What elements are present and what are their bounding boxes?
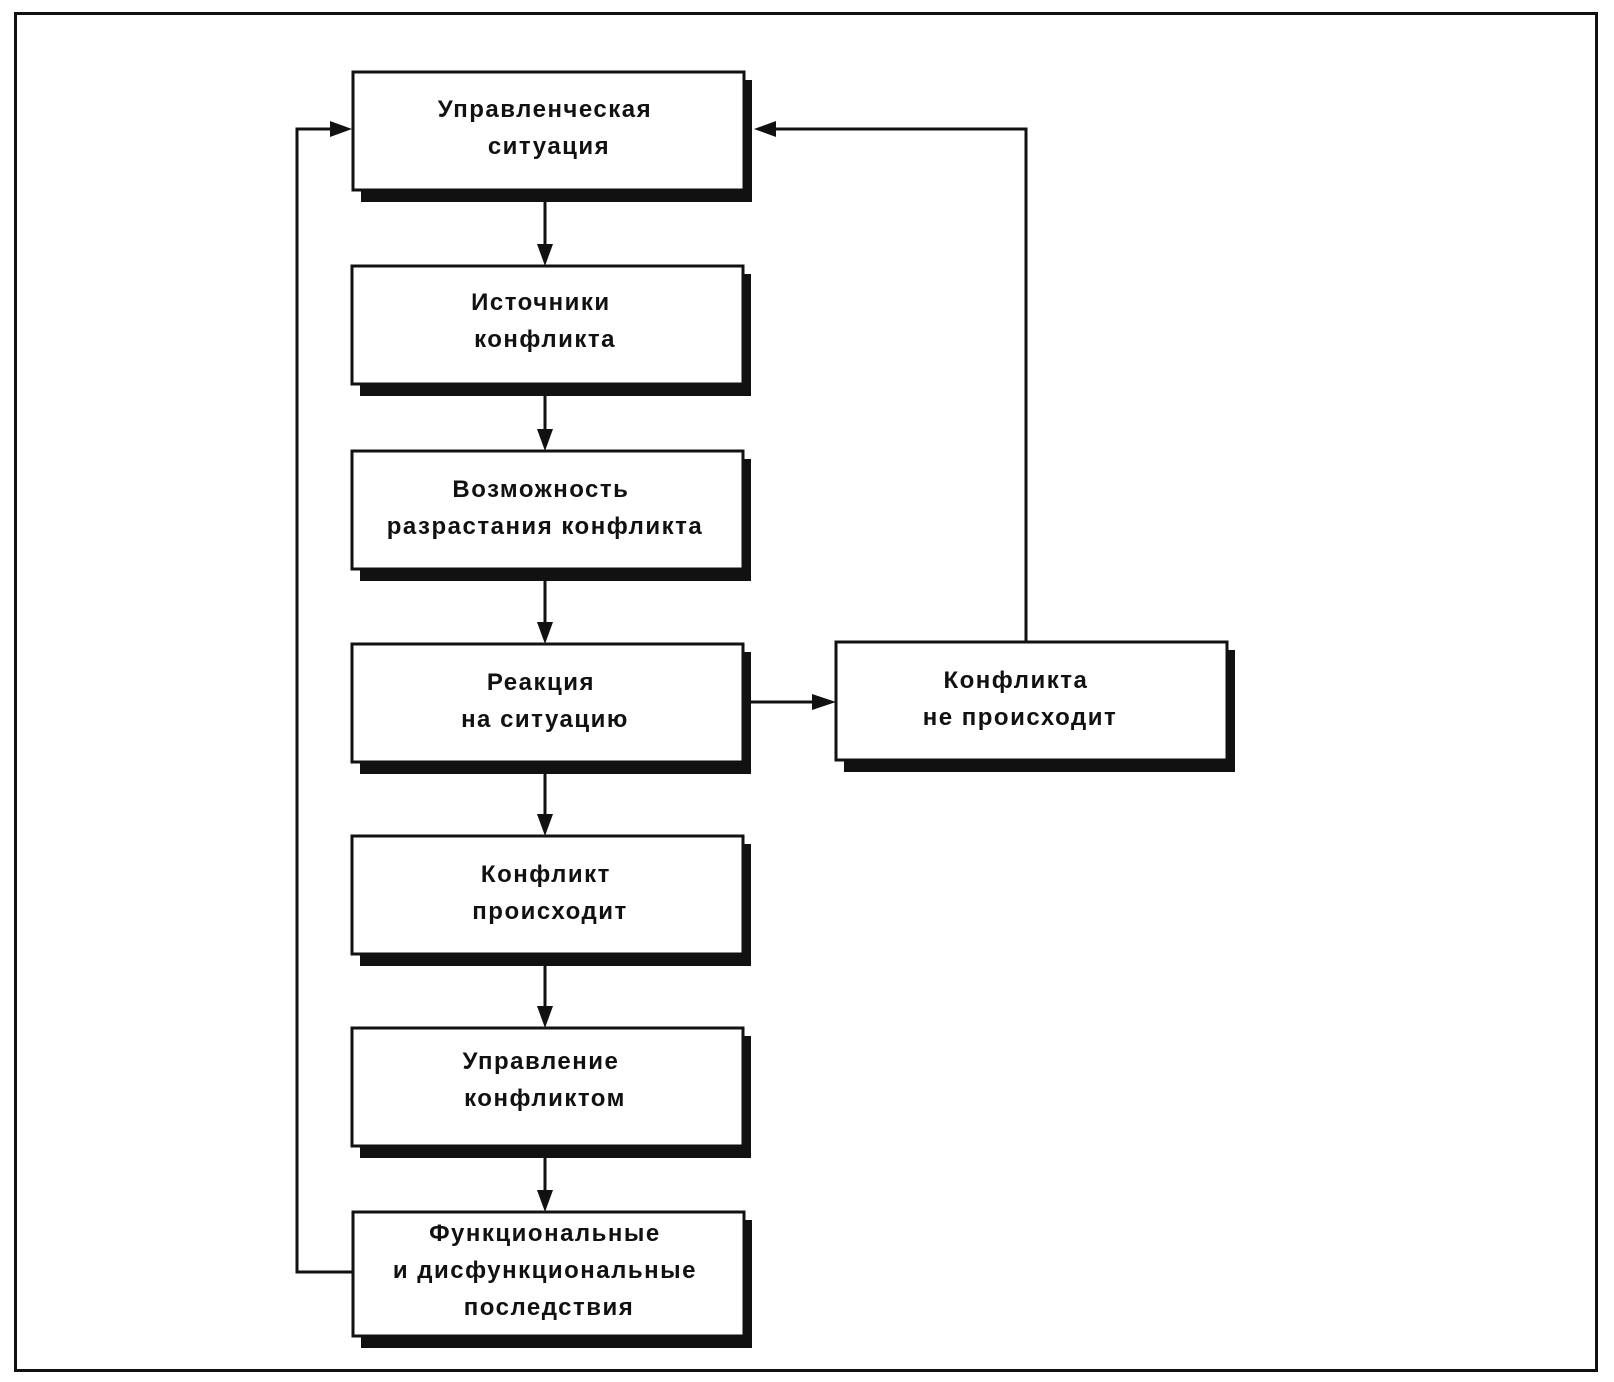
arrowhead-management xyxy=(537,1006,553,1028)
node-box xyxy=(350,1026,745,1148)
arrowhead-occurs xyxy=(537,814,553,836)
node-escalation: Возможность разрастания конфликта xyxy=(350,449,751,581)
arrowhead-situation-right xyxy=(754,121,776,137)
edge-no-conflict-to-situation xyxy=(770,127,1028,642)
node-reaction: Реакция на ситуацию xyxy=(350,642,751,774)
node-label: Источники конфликта xyxy=(471,289,619,353)
node-management: Управление конфликтом xyxy=(350,1026,751,1158)
node-box xyxy=(834,640,1229,762)
node-no-conflict: Конфликта не происходит xyxy=(834,640,1235,772)
arrowhead-reaction xyxy=(537,622,553,644)
node-consequences: Функциональные и дисфункциональные после… xyxy=(351,1210,752,1348)
node-box xyxy=(350,642,745,764)
node-label: Функциональные и дисфункциональные после… xyxy=(393,1220,705,1321)
arrowhead-situation-left xyxy=(330,121,352,137)
edges xyxy=(295,121,1028,1274)
node-label: Конфликт происходит xyxy=(472,861,627,925)
diagram-frame xyxy=(14,12,1598,1372)
node-box xyxy=(350,449,745,571)
node-situation: Управленческая ситуация xyxy=(351,70,752,202)
node-box xyxy=(351,1210,746,1338)
arrowhead-sources xyxy=(537,244,553,266)
node-box xyxy=(350,264,745,386)
node-label: Реакция на ситуацию xyxy=(461,669,629,733)
node-sources: Источники конфликта xyxy=(350,264,751,396)
arrowhead-escalation xyxy=(537,429,553,451)
node-box xyxy=(350,834,745,956)
edge-consequences-to-situation xyxy=(295,127,353,1274)
node-label: Конфликта не происходит xyxy=(923,667,1117,731)
arrowhead-consequences xyxy=(537,1190,553,1212)
node-occurs: Конфликт происходит xyxy=(350,834,751,966)
node-label: Управленческая ситуация xyxy=(438,96,661,160)
arrowhead-no-conflict xyxy=(812,694,836,710)
node-label: Возможность разрастания конфликта xyxy=(387,476,703,540)
node-label: Управление конфликтом xyxy=(462,1048,627,1112)
node-box xyxy=(351,70,746,192)
